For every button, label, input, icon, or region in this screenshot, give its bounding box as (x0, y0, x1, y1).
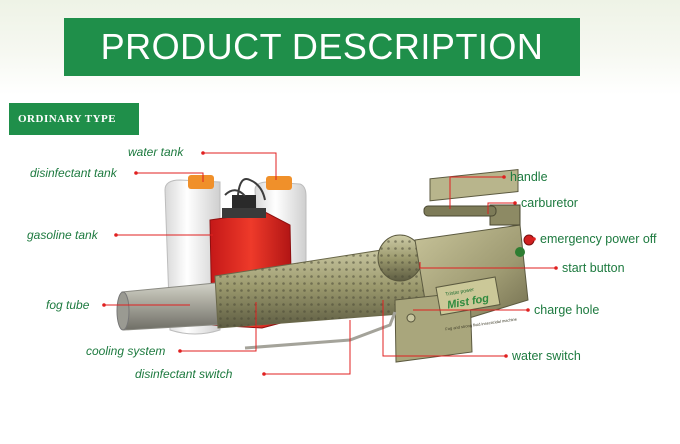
label-disinfectant-tank: disinfectant tank (30, 166, 117, 180)
label-start-button: start button (562, 261, 625, 275)
label-carburetor: carburetor (521, 196, 578, 210)
label-water-switch: water switch (512, 349, 581, 363)
label-disinfectant-switch: disinfectant switch (135, 367, 233, 381)
water-tank-cap (188, 175, 214, 189)
type-tag: ORDINARY TYPE (9, 103, 139, 135)
badge-small-text: Tristar power (445, 287, 475, 298)
label-gasoline-tank: gasoline tank (27, 228, 98, 242)
type-tag-label: ORDINARY TYPE (18, 113, 117, 125)
label-fog-tube: fog tube (46, 298, 90, 312)
label-cooling-system: cooling system (86, 344, 166, 358)
title-banner: PRODUCT DESCRIPTION (64, 18, 580, 76)
label-emergency-power-off: emergency power off (540, 232, 657, 246)
handle-bar (423, 205, 497, 217)
leader-dots (102, 151, 558, 376)
cooling-shroud (214, 234, 427, 329)
leader-lines (104, 152, 556, 375)
label-charge-hole: charge hole (534, 303, 600, 317)
label-water-tank: water tank (128, 145, 184, 159)
disinfectant-tank-cap (266, 176, 292, 190)
page-title: PRODUCT DESCRIPTION (100, 26, 544, 67)
cooling-pipe (244, 311, 397, 350)
hoses (224, 178, 266, 201)
label-handle: handle (510, 170, 548, 184)
